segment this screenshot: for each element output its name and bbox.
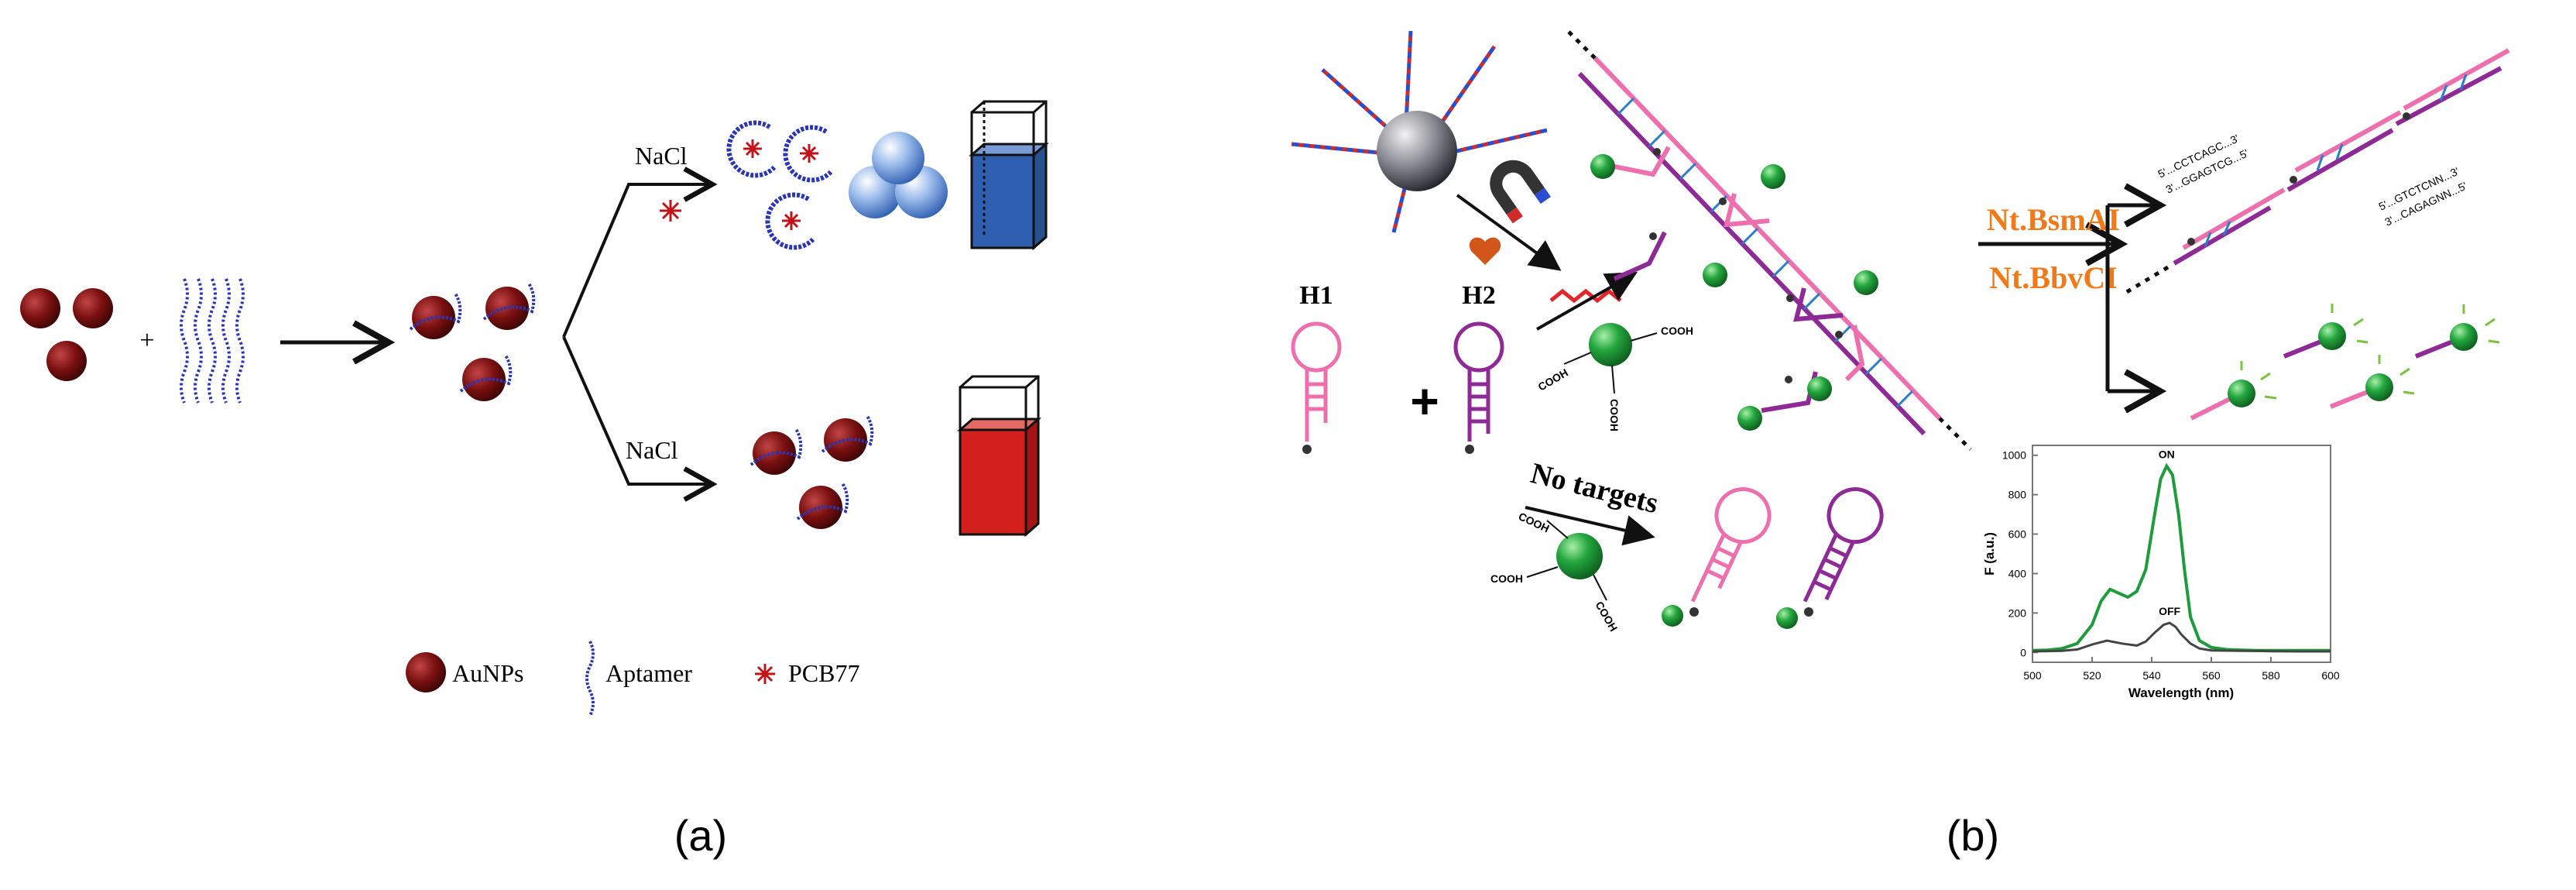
pcb77-star-free bbox=[660, 200, 681, 222]
chart-xlabel: Wavelength (nm) bbox=[2128, 686, 2234, 700]
h2-quencher bbox=[1465, 445, 1474, 454]
nacl-label-top: NaCl bbox=[635, 142, 688, 170]
arrow-no-targets bbox=[1525, 506, 1655, 546]
aptamer-strands bbox=[180, 278, 245, 404]
fluorescence-chart: 0 200 400 600 800 1000 500 520 540 560 5… bbox=[1982, 445, 2340, 700]
ytick-800: 800 bbox=[2008, 489, 2027, 501]
panel-a: + NaCl NaCl bbox=[20, 100, 1049, 860]
cooh-label-6: COOH bbox=[1593, 600, 1620, 634]
ytick-1000: 1000 bbox=[2002, 449, 2026, 462]
arrow-magnet bbox=[1456, 194, 1562, 271]
legend-pcb-swatch bbox=[755, 664, 775, 684]
legend-aptamer-swatch bbox=[585, 641, 595, 716]
xtick-560: 560 bbox=[2202, 669, 2221, 682]
nacl-label-bottom: NaCl bbox=[626, 436, 678, 464]
xtick-520: 520 bbox=[2083, 669, 2101, 682]
plus-sign-a: + bbox=[139, 326, 154, 355]
series-off-line bbox=[2032, 621, 2331, 653]
caption-b: (b) bbox=[1947, 811, 1999, 860]
cooh-label-2: COOH bbox=[1536, 366, 1570, 393]
xtick-600: 600 bbox=[2321, 669, 2340, 682]
cuvette-red bbox=[957, 375, 1041, 538]
ytick-200: 200 bbox=[2008, 607, 2027, 619]
target-heart-icon bbox=[1469, 237, 1501, 265]
legend-aunps-label: AuNPs bbox=[452, 659, 523, 687]
carbon-dot-lower: COOH COOH COOH bbox=[1490, 510, 1620, 634]
no-targets-label: No targets bbox=[1528, 457, 1662, 520]
xtick-540: 540 bbox=[2142, 669, 2161, 682]
cuvette-blue bbox=[969, 100, 1049, 251]
split-bracket bbox=[2105, 183, 2167, 414]
ytick-600: 600 bbox=[2008, 528, 2027, 541]
h1-quencher bbox=[1302, 445, 1312, 454]
cooh-label-1: COOH bbox=[1661, 325, 1693, 337]
h2-label: H2 bbox=[1462, 281, 1495, 310]
free-hairpin-purple bbox=[1776, 487, 1884, 629]
cooh-label-5: COOH bbox=[1490, 572, 1523, 585]
series-on-label: ON bbox=[2159, 448, 2175, 461]
aggregated-aunps bbox=[849, 132, 948, 218]
free-hairpin-pink bbox=[1662, 487, 1772, 627]
h2-hairpin bbox=[1453, 321, 1504, 442]
enzyme-label-bbvci: Nt.BbvCI bbox=[1989, 260, 2118, 295]
nicked-products bbox=[2124, 48, 2510, 295]
aunp-cluster-start bbox=[20, 288, 113, 381]
chart-ylabel: F (a.u.) bbox=[1982, 532, 1997, 576]
legend-pcb77-label: PCB77 bbox=[788, 659, 859, 687]
legend-aunp-swatch bbox=[406, 652, 446, 692]
arrow-assembly bbox=[1536, 272, 1638, 331]
aptamer-pcb77-complexes bbox=[726, 120, 833, 250]
plus-sign-b: + bbox=[1410, 373, 1439, 429]
legend-a: AuNPs Aptamer PCB77 bbox=[406, 641, 859, 716]
magnetic-bead bbox=[1291, 30, 1548, 233]
released-carbon-dots bbox=[2190, 304, 2500, 421]
cooh-label-3: COOH bbox=[1608, 399, 1621, 431]
branch-lines bbox=[562, 167, 718, 502]
series-off-label: OFF bbox=[2159, 605, 2180, 617]
ytick-400: 400 bbox=[2008, 568, 2027, 580]
h1-hairpin bbox=[1291, 321, 1342, 442]
dispersed-aunps bbox=[749, 414, 874, 529]
carbon-dot-upper: COOH COOH COOH bbox=[1536, 323, 1693, 431]
chart-xticks: 500 520 540 560 580 600 bbox=[2023, 669, 2340, 682]
legend-aptamer-label: Aptamer bbox=[605, 659, 692, 687]
magnet-icon bbox=[1490, 160, 1551, 224]
xtick-580: 580 bbox=[2262, 669, 2280, 682]
h1-label: H1 bbox=[1299, 281, 1333, 310]
released-target-strand bbox=[1549, 288, 1622, 304]
ytick-0: 0 bbox=[2020, 646, 2026, 658]
aptamer-aunp-complex bbox=[409, 282, 536, 401]
xtick-500: 500 bbox=[2023, 669, 2042, 682]
enzyme-label-bsmai: Nt.BsmAI bbox=[1987, 202, 2120, 237]
caption-a: (a) bbox=[674, 811, 727, 860]
chart-yticks: 0 200 400 600 800 1000 bbox=[2002, 449, 2026, 659]
dna-duplex-assembly bbox=[1566, 29, 1972, 451]
panel-b: H1 + H2 COOH CO bbox=[1291, 29, 2510, 860]
